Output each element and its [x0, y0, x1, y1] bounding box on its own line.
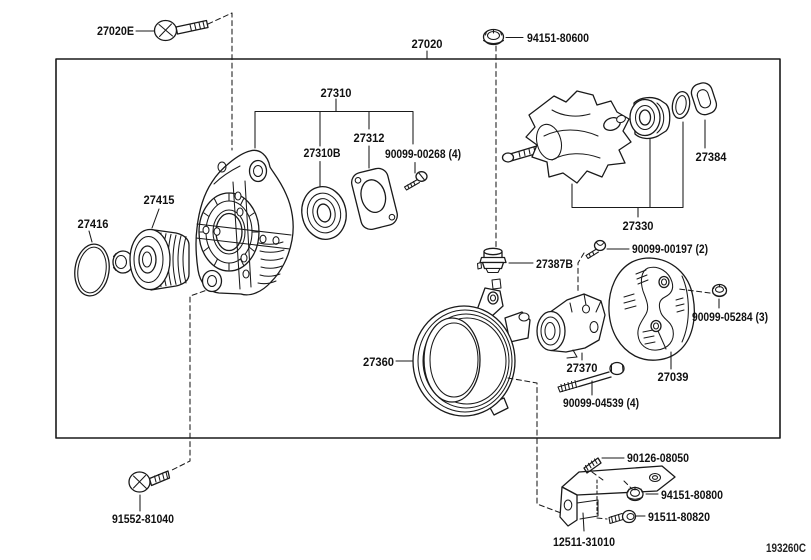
drawing-bolt-27020e: [153, 19, 209, 42]
drawing-stator-27360: [412, 278, 531, 417]
drawing-pulley-27415: [129, 228, 190, 291]
part-label-94151-80800: 94151-80800: [661, 488, 723, 502]
frame-fins: [257, 241, 285, 285]
part-label-27416: 27416: [78, 217, 109, 231]
drawing-bracket-12511: [559, 465, 676, 527]
part-label-27020e: 27020E: [97, 24, 134, 38]
drawing-seal-ring: [671, 90, 691, 120]
part-label-27310b: 27310B: [304, 146, 341, 160]
part-label-27384: 27384: [696, 150, 727, 164]
part-label-27387b: 27387B: [536, 257, 573, 271]
part-label-27020: 27020: [412, 37, 443, 51]
part-label-90099-04539: 90099-04539 (4): [563, 396, 639, 410]
drawing-drive-end-frame: [195, 149, 294, 296]
part-label-94151-80600: 94151-80600: [527, 31, 589, 45]
diagram-boundary-box: [55, 58, 781, 439]
part-label-27360: 27360: [363, 355, 394, 369]
drawing-insulator-27384: [690, 82, 718, 116]
cover-vent-slots: [623, 269, 685, 345]
leader-lines: [88, 30, 720, 532]
part-label-91511-80820: 91511-80820: [648, 510, 710, 524]
drawing-retainer-27312: [350, 167, 398, 231]
part-label-91552-81040: 91552-81040: [112, 512, 174, 526]
part-label-12511-31010: 12511-31010: [553, 535, 615, 549]
drawing-rear-bearing: [629, 96, 671, 140]
drawing-grommet-27387b: [476, 247, 507, 274]
figure-code: 193260C: [766, 543, 806, 555]
assembly-dashed-lines-front: [507, 252, 711, 520]
drawing-nut-90099-05284: [711, 283, 728, 298]
drawing-stud-90126-08050: [583, 457, 602, 474]
drawing-nut-94151-80600: [482, 28, 505, 46]
part-label-27310: 27310: [321, 86, 352, 100]
drawing-bolt-91511-80820: [608, 509, 637, 525]
drawing-cover-27039: [608, 257, 695, 361]
part-label-27039: 27039: [658, 370, 689, 384]
part-label-27330: 27330: [623, 219, 654, 233]
assembly-dashed-lines-back: [171, 12, 497, 471]
drawing-screw-90099-00197: [585, 239, 607, 260]
part-label-90099-00268: 90099-00268 (4): [385, 147, 461, 161]
part-label-90099-05284: 90099-05284 (3): [692, 310, 768, 324]
part-label-27312: 27312: [354, 131, 385, 145]
part-label-27415: 27415: [144, 193, 175, 207]
drawing-nut-94151-80800: [626, 486, 644, 502]
drawing-screw-90099-00268: [403, 171, 428, 191]
part-label-27370: 27370: [567, 361, 598, 375]
part-label-90099-00197: 90099-00197 (2): [632, 242, 708, 256]
drawing-bearing-27310b: [301, 186, 347, 240]
drawing-oring-27416: [74, 243, 110, 297]
drawing-bolt-90099-04539: [557, 361, 625, 393]
drawing-bolt-91552-81040: [128, 470, 171, 493]
drawing-rotor-27330: [501, 90, 632, 184]
part-label-90126-08050: 90126-08050: [627, 451, 689, 465]
drawing-regulator-27370: [536, 293, 606, 359]
